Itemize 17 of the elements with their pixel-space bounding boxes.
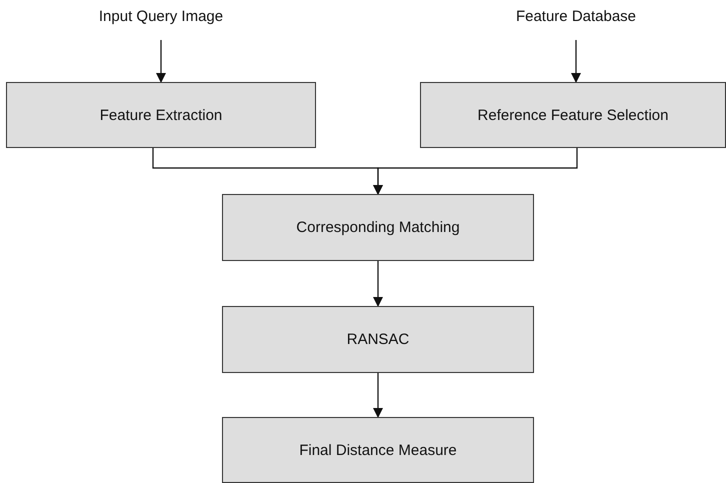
input-label: Input Query Image [98, 8, 224, 24]
arrow [373, 261, 383, 307]
arrow [571, 40, 581, 83]
process-box [222, 417, 534, 483]
box-label: Reference Feature Selection [478, 106, 668, 124]
box-label: Feature Extraction [100, 106, 222, 124]
arrow [373, 373, 383, 418]
process-box [222, 194, 534, 261]
process-box [222, 306, 534, 373]
box-label: Corresponding Matching [296, 219, 460, 236]
arrow [373, 148, 578, 195]
process-box [6, 82, 316, 148]
box-label: RANSAC [346, 331, 410, 348]
arrow [156, 40, 166, 83]
box-label: Final Distance Measure [299, 442, 457, 458]
input-label: Feature Database [516, 8, 636, 24]
process-box [420, 82, 726, 148]
